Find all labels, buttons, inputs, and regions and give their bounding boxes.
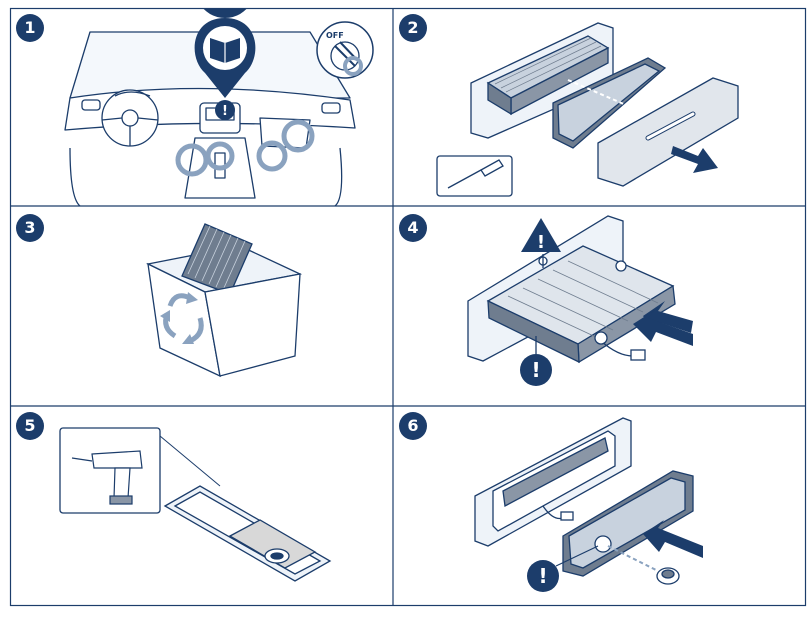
push-in-arrow-icon (633, 301, 693, 346)
step-number-badge: 2 (399, 14, 427, 42)
mounting-disc-icon (264, 548, 290, 564)
step-5-panel: 5 (10, 406, 393, 605)
svg-text:!: ! (538, 564, 547, 588)
step-6-panel: 6 (393, 406, 805, 605)
cover-reassembly-diagram: ! (474, 417, 703, 592)
filter-removal-diagram (436, 22, 739, 197)
step-1-panel: 1 (10, 8, 393, 206)
pull-out-arrow-icon (671, 146, 718, 173)
exclamation-icon: ! (527, 545, 599, 592)
fastening-nut-icon (656, 567, 680, 585)
cordless-drill-icon (59, 427, 161, 514)
cabin-filter-icon (486, 35, 610, 116)
manual-book-icon: ! (194, 8, 256, 120)
cover-fastening-diagram (59, 427, 332, 582)
step-number-badge: 5 (16, 412, 44, 440)
filter-housing-icon (474, 417, 632, 547)
step-number-badge: 3 (16, 214, 44, 242)
ignition-off-icon: OFF (316, 21, 374, 79)
step-number-badge: 4 (399, 214, 427, 242)
step-2-panel: 2 (393, 8, 805, 206)
filter-install-diagram: ! ! (467, 215, 693, 386)
cover-plate-icon (562, 470, 694, 577)
used-filter-icon (181, 223, 253, 295)
recycle-bin-icon (145, 223, 303, 378)
exclamation-icon: ! (520, 336, 552, 386)
svg-text:!: ! (537, 232, 545, 253)
step-4-panel: 4 (393, 206, 805, 406)
svg-text:!: ! (531, 358, 540, 382)
screwdriver-icon (436, 155, 513, 197)
ignition-off-label: OFF (326, 31, 344, 40)
glovebox-panel-icon (597, 77, 739, 187)
step-3-panel: 3 (10, 206, 393, 406)
filter-cover-panel-icon (163, 485, 332, 582)
svg-text:!: ! (222, 104, 228, 119)
step-number-badge: 6 (399, 412, 427, 440)
step-number-badge: 1 (16, 14, 44, 42)
new-filter-insert-icon (486, 245, 676, 364)
car-dashboard-icon: ! OFF (64, 8, 374, 206)
warning-triangle-icon: ! (521, 218, 561, 268)
filter-cover-icon (552, 57, 667, 149)
push-in-arrow-icon (643, 520, 703, 558)
